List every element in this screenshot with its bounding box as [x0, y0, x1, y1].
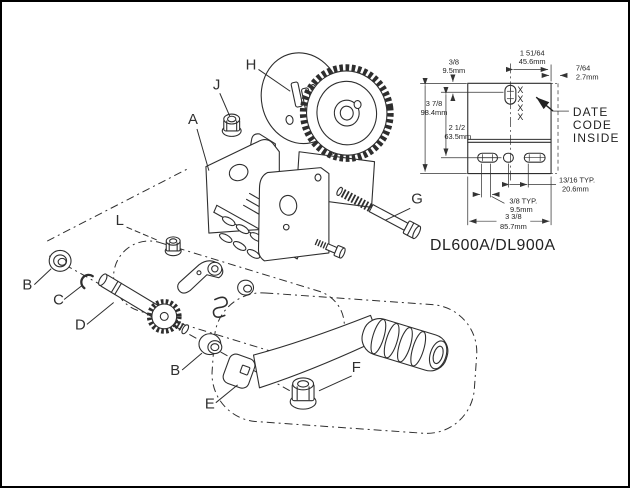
- callout-a: A: [188, 112, 198, 128]
- callout-d: D: [75, 317, 86, 333]
- dim-mid-in: 2 1/2: [449, 123, 466, 132]
- bracket-dimension-drawing: X X X X 3 7/8 98.4mm 2 1/2 63.5mm 3/8 9.…: [420, 49, 620, 254]
- dim-slot-mm: 9.5mm: [510, 205, 533, 214]
- callout-f: F: [352, 360, 361, 376]
- callout-l: L: [116, 213, 124, 229]
- callout-e: E: [205, 397, 215, 413]
- date-code-mark: X: [517, 85, 523, 95]
- bushing-b2: [198, 333, 223, 356]
- dim-thickness-mm: 2.7mm: [576, 72, 599, 81]
- dim-mid-mm: 63.5mm: [444, 132, 471, 141]
- date-code-note-line2: CODE: [573, 118, 612, 132]
- callout-h: H: [246, 57, 257, 73]
- dim-top-offset-in: 3/8: [449, 57, 459, 66]
- dim-pitch-in: 13/16 TYP.: [559, 176, 595, 185]
- dim-thickness-in: 7/64: [576, 63, 590, 72]
- handle-e: [222, 314, 449, 389]
- date-code-mark: X: [517, 94, 523, 104]
- small-bolt: [314, 238, 346, 259]
- date-code-note-line1: DATE: [573, 105, 609, 119]
- callout-c: C: [53, 293, 64, 309]
- date-code-mark: X: [517, 112, 523, 122]
- hex-bolt-g: [336, 186, 422, 240]
- callout-b1: B: [22, 278, 32, 294]
- dim-slot-edge-in: 1 51/64: [520, 49, 545, 58]
- dim-width-in: 3 3/8: [505, 212, 522, 221]
- dim-top-offset-mm: 9.5mm: [443, 66, 466, 75]
- callout-leaders: [33, 69, 411, 404]
- lock-nut-j: [221, 113, 242, 137]
- model-label: DL600A/DL900A: [430, 237, 555, 254]
- dim-width-mm: 85.7mm: [500, 222, 527, 231]
- date-code-mark: X: [517, 103, 523, 113]
- dim-slot-in: 3/8 TYP.: [509, 196, 537, 205]
- dim-height-mm: 98.4mm: [421, 108, 448, 117]
- dim-height-in: 3 7/8: [426, 99, 443, 108]
- callout-letters: H J A L B C D B E F G: [22, 57, 422, 412]
- e-clip-c: [80, 273, 94, 290]
- callout-g: G: [411, 191, 423, 207]
- pawl-group: [164, 236, 255, 318]
- bushing-b1: [48, 249, 72, 272]
- frame-right-plate: [257, 167, 330, 262]
- dim-slot-edge-mm: 45.6mm: [519, 57, 546, 66]
- flange-nut-f: [289, 377, 317, 410]
- dim-pitch-mm: 20.6mm: [562, 184, 589, 193]
- callout-j: J: [213, 77, 220, 93]
- callout-b2: B: [170, 363, 180, 379]
- ratchet-gear: [299, 64, 394, 162]
- pinion-gear: [146, 299, 182, 334]
- date-code-note-line3: INSIDE: [573, 131, 620, 145]
